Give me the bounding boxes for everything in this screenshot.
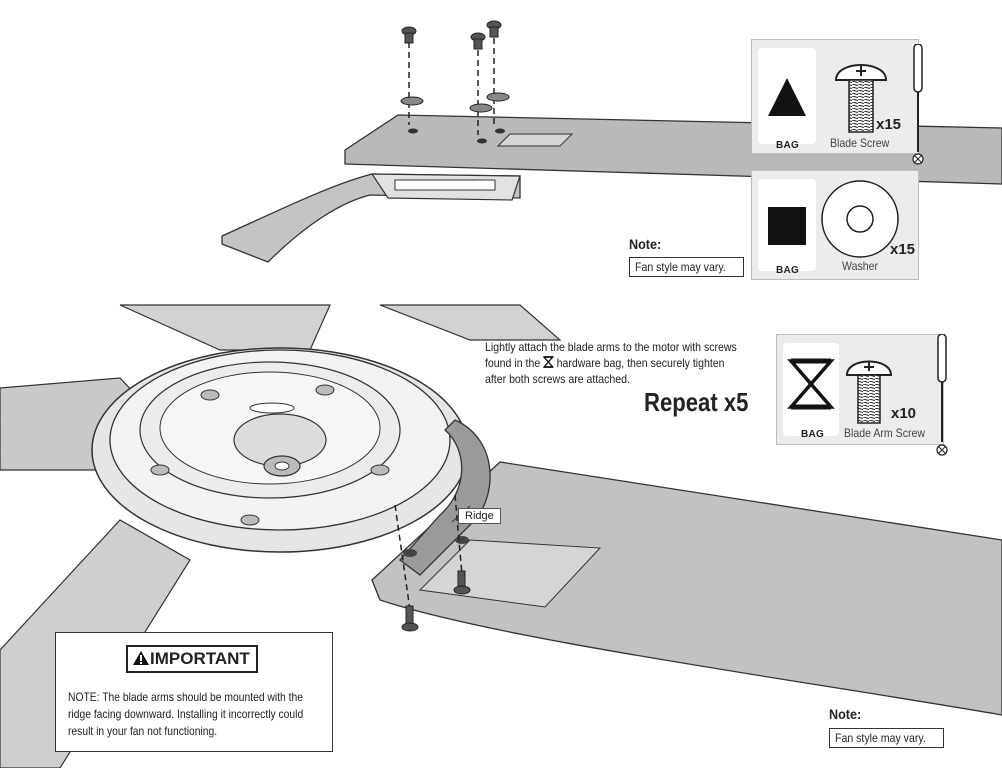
important-text: NOTE: The blade arms should be mounted w… [68, 690, 304, 738]
instruction-text: Lightly attach the blade arms to the mot… [485, 339, 767, 387]
bag-tile: BAG [758, 179, 816, 276]
ridge-label: Ridge [458, 508, 501, 524]
fan-motor-assembly [0, 304, 562, 768]
washer-icon [821, 180, 899, 258]
hardware-panel-blade-screw: BAG x15 Blade Screw [751, 39, 919, 154]
hourglass-icon [542, 356, 555, 368]
blade-screw-qty: x15 [876, 116, 902, 133]
instruction-fragment: found in the [485, 356, 541, 370]
hardware-panel-washer: BAG x15 Washer [751, 170, 919, 280]
blade-arm-screws [394, 494, 471, 632]
hourglass-icon [787, 358, 835, 410]
note-label-bottom: Note: [829, 706, 862, 722]
bag-label: BAG [801, 429, 825, 440]
screwdriver-icon [912, 44, 924, 165]
note-text: Fan style may vary. [835, 731, 926, 745]
repeat-label: Repeat x5 [644, 387, 749, 417]
bag-label: BAG [776, 140, 800, 151]
screw-icon [834, 64, 888, 133]
square-icon [768, 207, 806, 245]
note-label-top: Note: [629, 236, 662, 252]
important-notice: IMPORTANT NOTE: The blade arms should be… [55, 632, 333, 752]
blade-arm-screw-qty: x10 [891, 405, 917, 422]
warning-icon [133, 651, 149, 665]
bag-tile: BAG [758, 48, 816, 151]
blade-arm-top [221, 173, 521, 263]
note-box-bottom: Fan style may vary. [829, 728, 945, 748]
bag-label: BAG [776, 265, 800, 276]
important-heading: IMPORTANT [126, 645, 258, 673]
instruction-line: found in the hardware bag, then securely… [485, 355, 767, 371]
blade-screws-top [400, 20, 510, 135]
blade-screw-name: Blade Screw [830, 136, 890, 150]
note-text: Fan style may vary. [635, 260, 726, 274]
screw-icon [845, 360, 893, 424]
triangle-icon [768, 78, 806, 116]
blade-arm-screw-name: Blade Arm Screw [844, 426, 926, 440]
bag-tile: BAG [783, 343, 839, 440]
instruction-line: Lightly attach the blade arms to the mot… [485, 340, 737, 354]
screwdriver-icon [936, 334, 948, 456]
washer-name: Washer [842, 259, 878, 273]
important-heading-text: IMPORTANT [150, 649, 250, 668]
instruction-line: after both screws are attached. [485, 372, 630, 386]
hardware-panel-blade-arm-screw: BAG x10 Blade Arm Screw [776, 334, 944, 445]
note-box-top: Fan style may vary. [629, 257, 745, 277]
blade-arm-bottom [399, 419, 491, 576]
instruction-fragment: hardware bag, then securely tighten [556, 356, 725, 370]
washer-qty: x15 [890, 241, 916, 258]
